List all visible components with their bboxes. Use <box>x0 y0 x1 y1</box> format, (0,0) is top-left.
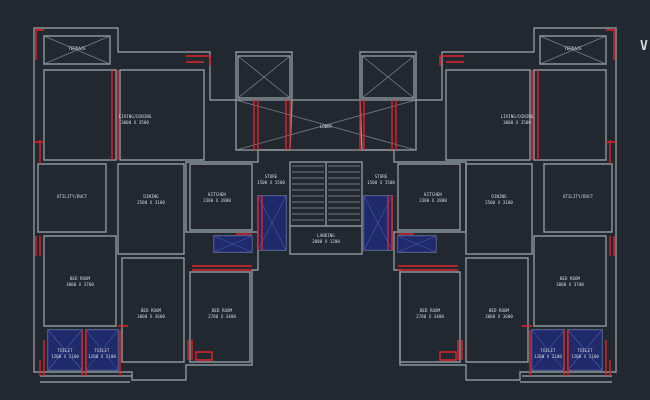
column-outline <box>439 55 464 66</box>
label-store-right: STORE <box>375 174 388 179</box>
hatch-line <box>213 235 253 253</box>
label-bed2-right: BED ROOM <box>489 308 510 313</box>
column-outline <box>387 196 393 250</box>
diagonal-layer <box>43 35 607 151</box>
label-store-left: STORE <box>265 174 278 179</box>
lift-shaft-right <box>361 55 415 99</box>
column-outline <box>35 28 44 60</box>
column-outline <box>35 236 41 256</box>
label-service-right: UTILITY/DUCT <box>563 194 594 199</box>
label-terrace-left: TERRACE <box>68 46 86 51</box>
outer-wall-left <box>33 27 293 381</box>
column-outline <box>195 351 213 361</box>
column-outline <box>398 265 458 271</box>
label-landing: LANDING <box>317 233 335 238</box>
size-bed1-left: 3000 X 3700 <box>66 282 94 287</box>
label-toilet1-left: TOILET <box>57 348 73 353</box>
label-bed3-right: BED ROOM <box>420 308 441 313</box>
size-dining-right: 2500 X 3100 <box>485 200 513 205</box>
column-outline <box>563 330 569 376</box>
hatch-line <box>47 329 83 371</box>
size-toilet1-right: 1200 X 2100 <box>534 354 562 359</box>
label-kitchen-left: KITCHEN <box>208 192 226 197</box>
column-outline <box>391 100 397 150</box>
hatch-line <box>567 329 603 371</box>
column-outline <box>81 330 87 376</box>
label-terrace-right: TERRACE <box>564 46 582 51</box>
label-dining-left: DINING <box>143 194 159 199</box>
size-toilet2-left: 1200 X 2100 <box>88 354 116 359</box>
column-outline <box>609 236 615 256</box>
label-bed2-left: BED ROOM <box>141 308 162 313</box>
column-outline <box>187 340 193 360</box>
lobby-outline <box>235 99 417 151</box>
column-outline <box>606 28 615 60</box>
column-outline <box>439 351 457 361</box>
column-outline <box>531 70 539 160</box>
column-outline <box>359 100 365 150</box>
label-bed3-left: BED ROOM <box>212 308 233 313</box>
column-outline <box>457 340 463 360</box>
label-bed1-right: BED ROOM <box>560 276 581 281</box>
size-kitchen-right: 2300 X 2800 <box>419 198 447 203</box>
label-living-right: LIVING/DINING <box>501 114 534 119</box>
label-dining-right: DINING <box>491 194 507 199</box>
label-toilet2-right: TOILET <box>577 348 593 353</box>
hatch-line <box>531 329 565 371</box>
hatch-line <box>397 235 437 253</box>
lift-shaft-left <box>237 55 291 99</box>
column-outline <box>285 100 291 150</box>
outer-wall-right <box>359 27 617 381</box>
column-outline <box>39 340 45 376</box>
edge-glyph: V <box>640 39 648 54</box>
label-toilet1-right: TOILET <box>540 348 556 353</box>
size-dining-left: 2500 X 3100 <box>137 200 165 205</box>
size-toilet2-right: 1200 X 2100 <box>571 354 599 359</box>
column-outline <box>522 325 532 376</box>
label-kitchen-right: KITCHEN <box>424 192 442 197</box>
size-bed1-right: 3000 X 3700 <box>556 282 584 287</box>
label-lobby: LOBBY <box>320 124 333 129</box>
column-outline <box>34 140 44 164</box>
column-outline <box>192 265 252 271</box>
bottom-edge-right <box>520 375 612 383</box>
column-outline <box>186 55 211 66</box>
label-toilet2-left: TOILET <box>94 348 110 353</box>
column-outline <box>257 196 263 250</box>
size-store-right: 1500 X 1500 <box>367 180 395 185</box>
column-layer <box>34 28 616 376</box>
size-kitchen-left: 2300 X 2800 <box>203 198 231 203</box>
column-outline <box>605 340 611 376</box>
size-living-left: 3000 X 3500 <box>121 120 149 125</box>
column-outline <box>606 140 616 164</box>
column-outline <box>118 325 128 376</box>
label-living-left: LIVING/DINING <box>119 114 152 119</box>
size-bed2-left: 3000 X 3600 <box>137 314 165 319</box>
size-bed2-right: 3000 X 3600 <box>485 314 513 319</box>
size-bed3-left: 2700 X 3400 <box>208 314 236 319</box>
hatch-line <box>85 329 119 371</box>
size-bed3-right: 2700 X 3400 <box>416 314 444 319</box>
column-outline <box>111 70 119 160</box>
stair-steps <box>292 165 360 221</box>
size-toilet1-left: 1200 X 2100 <box>51 354 79 359</box>
room-labels: TERRACE TERRACE LIVING/DINING 3000 X 350… <box>51 46 599 359</box>
size-store-left: 1500 X 1500 <box>257 180 285 185</box>
label-service-left: UTILITY/DUCT <box>57 194 88 199</box>
size-living-right: 3000 X 3500 <box>503 120 531 125</box>
column-outline <box>253 100 259 150</box>
size-landing: 2000 X 1200 <box>312 239 340 244</box>
label-bed1-left: BED ROOM <box>70 276 91 281</box>
